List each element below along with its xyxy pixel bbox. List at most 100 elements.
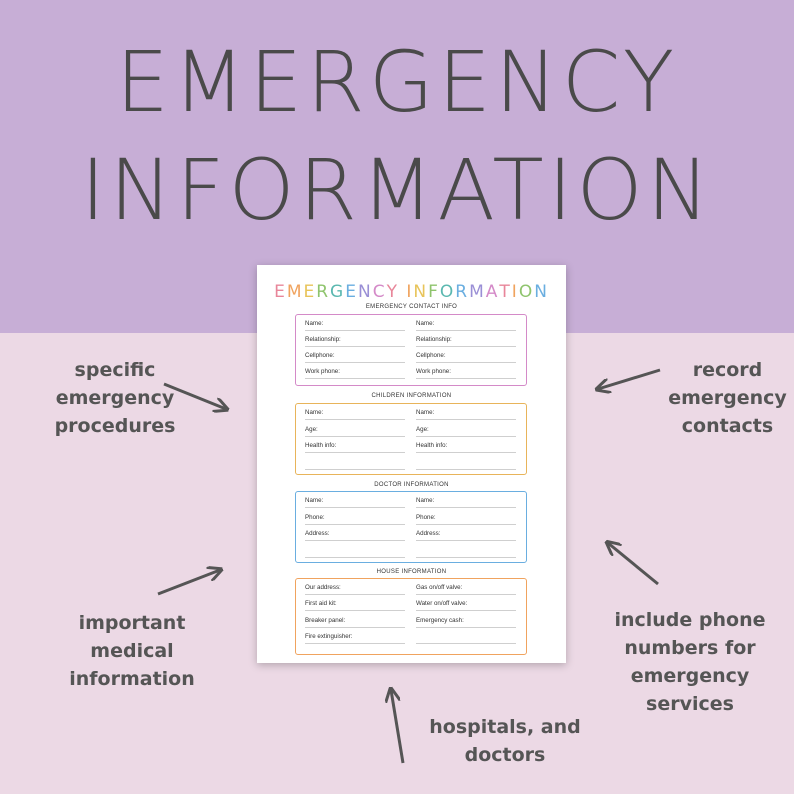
form-field-line	[305, 642, 405, 644]
note-line: procedures	[54, 415, 176, 437]
form-field-line	[416, 362, 516, 363]
section-box: Name:Age:Health info:Name:Age:Health inf…	[295, 403, 527, 475]
note-line: emergency	[630, 665, 750, 687]
note-line: important	[78, 612, 186, 634]
form-field-line	[305, 626, 405, 628]
form-field-label: Work phone:	[305, 368, 340, 375]
form-field-label: Address:	[305, 530, 330, 537]
note-line: emergency	[55, 387, 175, 409]
form-field-label: Gas on/off valve:	[416, 584, 463, 591]
note-line: record	[692, 359, 763, 381]
form-title-letter: M	[286, 282, 304, 302]
note-line: emergency	[668, 387, 787, 409]
form-field-label: Our address:	[305, 584, 341, 591]
section-label: CHILDREN INFORMATION	[371, 393, 452, 399]
form-field-line	[305, 419, 405, 420]
form-title-letter: Y	[386, 282, 399, 302]
form-title-letter: T	[499, 282, 512, 302]
note-line: specific	[74, 359, 156, 381]
form-field-line	[416, 330, 516, 331]
form-title-letter: E	[274, 282, 287, 302]
form-field-label: Name:	[416, 497, 435, 504]
form-field-label: Name:	[305, 409, 324, 416]
form-field-line	[416, 642, 516, 644]
note-line: medical	[90, 640, 174, 662]
form-field-line	[305, 378, 405, 379]
form-title-letter: R	[455, 282, 470, 302]
form-field-label: Relationship:	[416, 336, 452, 343]
form-title-letter: I	[406, 282, 414, 302]
note-line: hospitals, and	[429, 716, 581, 738]
note-phone-numbers: include phone numbers for emergency serv…	[600, 606, 780, 718]
form-field-line	[416, 523, 516, 525]
form-field-label: Breaker panel:	[305, 616, 346, 624]
form-title: EMERGENCY INFORMATION	[257, 282, 566, 302]
form-title-letter: M	[469, 282, 486, 302]
note-medical-information: important medical information	[52, 609, 212, 693]
form-field-line	[416, 468, 516, 470]
form-field-line	[305, 468, 405, 470]
form-field-line	[305, 435, 405, 437]
form-field-label: Health info:	[305, 442, 337, 449]
form-field-label: Water on/off valve:	[416, 600, 468, 608]
form-field-line	[416, 556, 516, 558]
form-title-letter: N	[357, 282, 373, 302]
form-title-letter: E	[303, 282, 317, 302]
form-field-label: Relationship:	[305, 336, 341, 343]
form-field-label: Name:	[305, 497, 324, 504]
form-field-line	[305, 556, 405, 558]
printable-form-preview: EMERGENCY INFORMATION EMERGENCY CONTACT …	[257, 265, 566, 663]
form-title-letter: O	[518, 282, 535, 302]
form-field-label: First aid kit:	[305, 600, 337, 608]
form-field-line	[305, 346, 405, 347]
section-label: EMERGENCY CONTACT INFO	[365, 304, 458, 310]
form-field-line	[416, 610, 516, 612]
form-field-label: Age:	[416, 425, 429, 433]
form-field-label: Work phone:	[416, 368, 451, 375]
form-field-line	[416, 435, 516, 437]
form-title-letter: A	[485, 282, 500, 302]
note-line: information	[69, 668, 195, 690]
form-title-letter: R	[316, 282, 331, 302]
form-title-letter: N	[534, 282, 549, 302]
form-title-letter: G	[330, 282, 346, 302]
form-field-label: Name:	[416, 320, 435, 327]
form-title-letter: O	[439, 282, 456, 302]
note-hospitals-doctors: hospitals, and doctors	[420, 713, 590, 769]
form-field-line	[416, 452, 516, 453]
form-field-label: Fire extinguisher:	[305, 632, 353, 640]
note-line: include phone	[614, 609, 766, 631]
headline-line-1: EMERGENCY	[115, 33, 679, 131]
form-field-label: Name:	[305, 320, 324, 327]
section-box: Name:Phone:Address:Name:Phone:Address:	[295, 491, 527, 563]
form-title-letter: F	[428, 282, 440, 302]
form-field-label: Name:	[416, 409, 435, 416]
arrow-icon	[163, 382, 226, 409]
form-field-line	[416, 626, 516, 628]
headline-line-2: INFORMATION	[80, 141, 714, 239]
arrow-icon	[608, 543, 659, 586]
arrow-icon	[157, 570, 220, 596]
form-field-line	[416, 540, 516, 541]
form-field-label: Emergency cash:	[416, 616, 464, 624]
form-field-label: Cellphone:	[305, 352, 335, 359]
note-record-contacts: record emergency contacts	[660, 356, 794, 440]
form-title-letter: E	[345, 282, 358, 302]
section-label: DOCTOR INFORMATION	[374, 482, 449, 488]
form-field-line	[305, 523, 405, 525]
note-line: services	[646, 693, 734, 715]
section-box: Name: Relationship: Cellphone: Work phone: N…	[295, 314, 527, 386]
form-field-line	[305, 594, 405, 595]
arrow-icon	[598, 368, 661, 389]
note-specific-procedures: specific emergency procedures	[30, 356, 200, 440]
form-field-line	[416, 378, 516, 379]
form-title-letter: I	[511, 282, 519, 302]
form-field-line	[416, 419, 516, 420]
section-box: Our address: First aid kit: Breaker panel:…	[295, 578, 527, 655]
form-title-letter: N	[413, 282, 429, 302]
note-line: doctors	[464, 744, 546, 766]
arrow-icon	[391, 690, 405, 764]
form-field-line	[305, 362, 405, 363]
form-field-label: Age:	[305, 425, 318, 433]
form-field-line	[305, 330, 405, 331]
